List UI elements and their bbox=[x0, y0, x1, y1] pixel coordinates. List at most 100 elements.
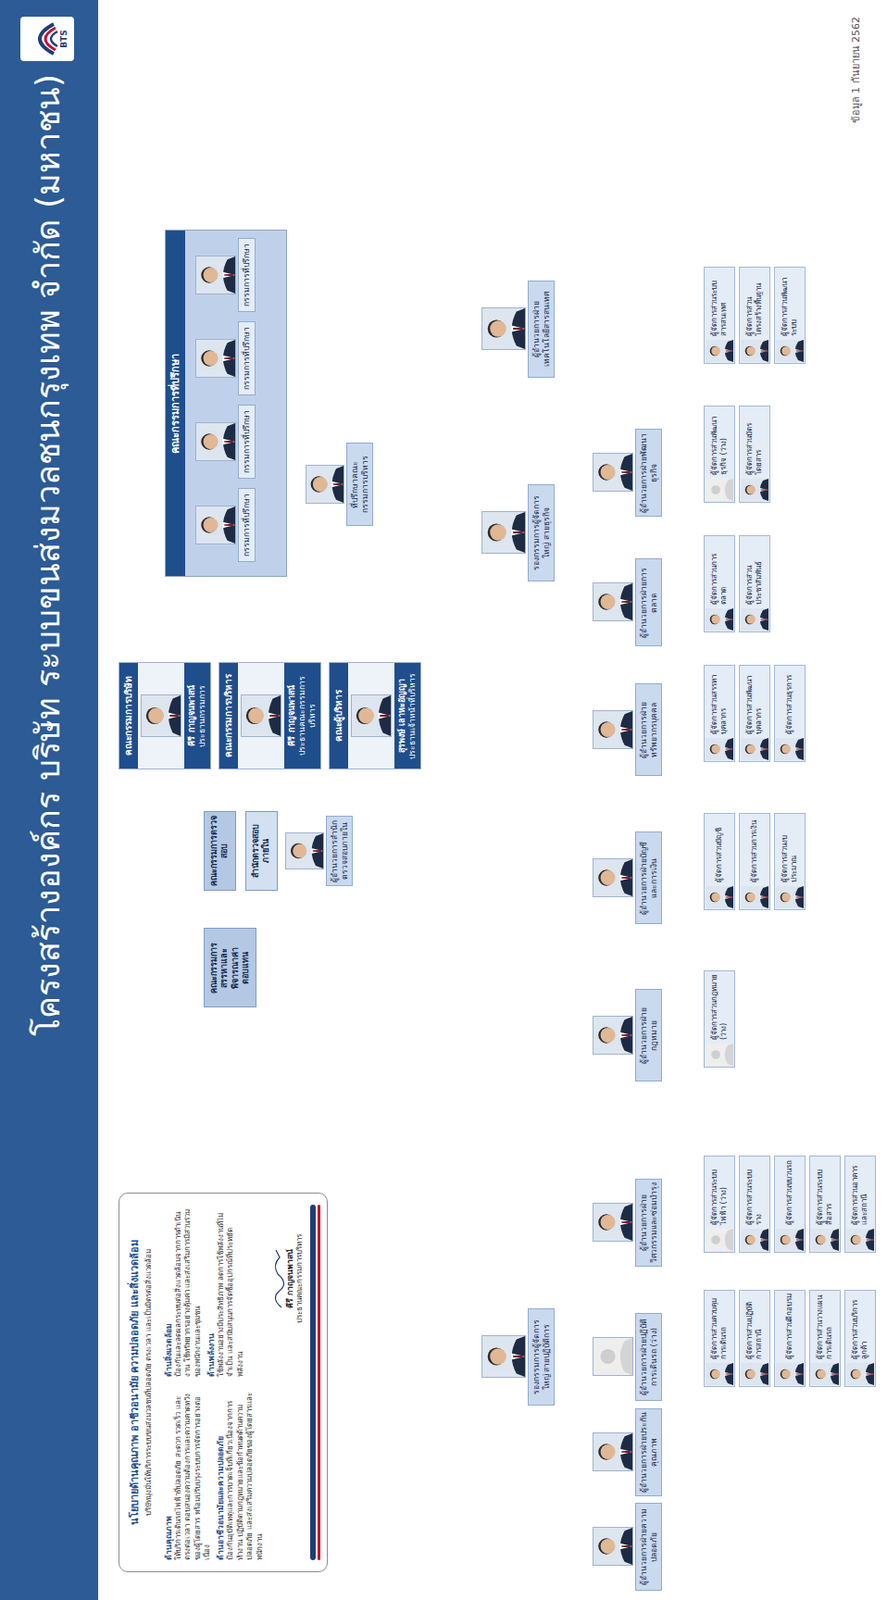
signature-scribble bbox=[270, 1246, 286, 1312]
portrait-photo bbox=[846, 1362, 875, 1386]
unit-heading: คณะกรรมการบริหาร bbox=[219, 662, 238, 769]
board-unit: คณะกรรมการบริหารคีรี กาญจนพาสน์ประธานคณะ… bbox=[218, 662, 322, 770]
policy-intro: บริษัทมุ่งมั่นให้บริการระบบขนส่งมวลชนที่… bbox=[144, 1204, 154, 1561]
person-card: ผู้อำนวยการฝ่ายความปลอดภัย bbox=[592, 1502, 663, 1591]
position-title: ที่ปรึกษาคณะกรรมการบริหาร bbox=[349, 446, 370, 523]
position-title: ผู้อำนวยการฝ่ายบัญชีและการเงิน bbox=[638, 835, 659, 921]
advisory-panel: คณะกรรมการที่ปรึกษากรรมการที่ปรึกษากรรมก… bbox=[164, 229, 288, 577]
portrait-photo bbox=[811, 1362, 839, 1386]
portrait-photo bbox=[592, 1433, 634, 1473]
person-card: รองกรรมการผู้จัดการใหญ่ สายปฏิบัติการ bbox=[481, 1308, 555, 1406]
position-title: ผู้จัดการส่วนบัตรโดยสาร bbox=[743, 406, 765, 478]
policy-column: ด้านสิ่งแวดล้อมป้องกันและลดผลกระทบต่อสิ่… bbox=[160, 1204, 265, 1377]
position-card: ผู้จัดการส่วนการตลาด bbox=[703, 535, 736, 633]
portrait-photo bbox=[705, 339, 734, 363]
person-card: ที่ปรึกษาคณะกรรมการบริหาร bbox=[305, 442, 374, 526]
portrait-photo bbox=[740, 608, 769, 631]
committee-box: คณะกรรมการสรรหาและพิจารณาค่าตอบแทน bbox=[203, 927, 257, 1008]
position-title: ผู้จัดการส่วนระบบราง bbox=[743, 1156, 765, 1228]
position-card: ผู้จัดการส่วนควบคุมการเดินรถ bbox=[703, 1289, 736, 1387]
portrait-photo bbox=[592, 583, 634, 623]
portrait-photo bbox=[740, 737, 769, 761]
position-title: ผู้อำนวยการฝ่ายกฎหมาย bbox=[638, 992, 659, 1078]
policy-section-heading: ด้านพลังงาน bbox=[206, 1204, 217, 1377]
position-title: ผู้จัดการส่วนพัฒนาธุรกิจ (ว่าง) bbox=[708, 406, 730, 478]
person-title: ประธานเจ้าหน้าที่บริหาร bbox=[407, 665, 418, 766]
logo-wordmark: BTS bbox=[59, 16, 70, 62]
portrait-photo bbox=[592, 1527, 634, 1567]
name-plate: ผู้อำนวยการฝ่ายประกันคุณภาพ bbox=[635, 1408, 663, 1497]
position-title: ผู้จัดการส่วนวางแผนการเดินรถ bbox=[813, 1290, 836, 1362]
position-title: ผู้อำนวยการฝ่ายพัฒนาธุรกิจ bbox=[638, 432, 659, 513]
person-name: คีรี กาญจนพาสน์ bbox=[187, 665, 198, 766]
committee-box: คณะกรรมการตรวจสอบ bbox=[203, 811, 237, 891]
portrait-photo bbox=[705, 608, 734, 631]
portrait-photo bbox=[195, 338, 237, 378]
position-title: ผู้อำนวยการฝ่ายปฏิบัติการเดินรถ (ว่าง) bbox=[638, 1316, 659, 1398]
portrait-photo bbox=[481, 512, 526, 555]
name-plate: กรรมการที่ปรึกษา bbox=[237, 404, 256, 479]
portrait-photo bbox=[305, 464, 345, 504]
position-card: ผู้จัดการส่วนฝึกอบรม bbox=[774, 1289, 806, 1387]
name-plate: คีรี กาญจนพาสน์ประธานกรรมการ bbox=[184, 662, 211, 769]
position-title: ผู้จัดการส่วนธุรการ bbox=[783, 665, 797, 738]
panel-heading: คณะกรรมการที่ปรึกษา bbox=[165, 230, 186, 576]
position-title: ผู้จัดการส่วนขบวนรถ bbox=[783, 1156, 797, 1228]
position-card: ผู้จัดการส่วนวางแผนการเดินรถ bbox=[809, 1289, 841, 1387]
position-title: ผู้จัดการส่วนระบบสารสนเทศ bbox=[708, 267, 730, 339]
portrait-photo bbox=[775, 1228, 804, 1251]
person-title: ประธานคณะกรรมการบริหาร bbox=[297, 665, 317, 766]
position-card: ผู้จัดการส่วนระบบราง bbox=[738, 1155, 771, 1253]
name-plate: รองกรรมการผู้จัดการใหญ่ สายปฏิบัติการ bbox=[527, 1308, 555, 1406]
portrait-photo bbox=[350, 694, 392, 738]
portrait-photo bbox=[705, 886, 734, 909]
position-title: ผู้จัดการส่วนพัฒนาระบบ bbox=[778, 267, 800, 339]
portrait-photo bbox=[285, 832, 325, 870]
policy-section-body: ให้บริการเดินรถไฟฟ้าที่ปลอดภัย สะดวก รวด… bbox=[174, 1387, 213, 1561]
person-name: สุรพงษ์ เลาหะอัญญา bbox=[397, 665, 408, 766]
position-title: ผู้อำนวยการฝ่ายการตลาด bbox=[638, 562, 659, 643]
position-card: ผู้จัดการส่วนประชาสัมพันธ์ bbox=[738, 535, 771, 633]
name-plate: สุรพงษ์ เลาหะอัญญาประธานเจ้าหน้าที่บริหา… bbox=[394, 662, 421, 769]
position-title: ผู้จัดการส่วนปฏิบัติการสถานี bbox=[743, 1290, 765, 1362]
person-card: รองกรรมการผู้จัดการใหญ่ สายธุรกิจ bbox=[481, 484, 555, 582]
position-card: ผู้จัดการส่วนงบประมาณ bbox=[774, 812, 806, 911]
portrait-photo bbox=[775, 737, 804, 761]
policy-section-body: ใช้พลังงานอย่างมีประสิทธิภาพ ลดการใช้พลั… bbox=[216, 1204, 246, 1377]
title-holder: โครงสร้างองค์กร บริษัท ระบบขนส่งมวลชนกรุ… bbox=[27, 74, 68, 1037]
position-title: ผู้อำนวยการฝ่ายเทคโนโลยีสารสนเทศ bbox=[531, 284, 551, 375]
portrait-photo bbox=[592, 1015, 634, 1055]
data-date: ข้อมูล 1 กันยายน 2562 bbox=[849, 16, 863, 230]
person-card: กรรมการที่ปรึกษา bbox=[195, 487, 256, 563]
blank-photo bbox=[705, 1228, 734, 1251]
person-card: ผู้อำนวยการฝ่ายการตลาด bbox=[592, 558, 663, 647]
position-title: ผู้อำนวยการฝ่ายทรัพยากรบุคคล bbox=[638, 687, 659, 773]
unit-heading: คณะกรรมการบริษัท bbox=[119, 662, 138, 769]
portrait-photo bbox=[481, 308, 526, 351]
page-title: โครงสร้างองค์กร บริษัท ระบบขนส่งมวลชนกรุ… bbox=[27, 74, 68, 1037]
signer-title: ประธานคณะกรรมการบริหาร bbox=[295, 1204, 305, 1353]
person-card: ผู้อำนวยการฝ่ายพัฒนาธุรกิจ bbox=[592, 428, 663, 517]
unit-heading: คณะผู้บริหาร bbox=[329, 662, 349, 769]
logo-wordmark-holder: BTS bbox=[59, 16, 70, 62]
position-card: ผู้จัดการส่วนโครงสร้างพื้นฐาน bbox=[738, 266, 771, 364]
name-plate: ผู้อำนวยการสำนักตรวจสอบภายใน bbox=[325, 815, 353, 887]
position-card: ผู้จัดการส่วนการเงิน bbox=[738, 812, 771, 911]
position-title: รองกรรมการผู้จัดการใหญ่ สายธุรกิจ bbox=[531, 487, 551, 578]
position-card: ผู้จัดการส่วนธุรการ bbox=[774, 664, 806, 763]
policy-section-body: ป้องกันและลดผลกระทบต่อสิ่งแวดล้อมจากการด… bbox=[174, 1204, 203, 1377]
position-title: กรรมการที่ปรึกษา bbox=[241, 241, 252, 309]
position-title: ผู้อำนวยการฝ่ายประกันคุณภาพ bbox=[638, 1411, 659, 1493]
person-card: ผู้อำนวยการฝ่ายเทคโนโลยีสารสนเทศ bbox=[481, 280, 555, 378]
name-plate: รองกรรมการผู้จัดการใหญ่ สายธุรกิจ bbox=[527, 484, 555, 582]
person-card: กรรมการที่ปรึกษา bbox=[195, 321, 256, 396]
portrait-photo bbox=[592, 453, 634, 493]
portrait-photo bbox=[240, 694, 282, 738]
position-title: กรรมการที่ปรึกษา bbox=[241, 408, 252, 475]
position-title: กรรมการที่ปรึกษา bbox=[241, 491, 252, 559]
position-card: ผู้จัดการส่วนสรรหาบุคลากร bbox=[703, 664, 736, 763]
position-title: ผู้จัดการส่วนประชาสัมพันธ์ bbox=[743, 536, 765, 608]
position-card: ผู้จัดการส่วนบัตรโดยสาร bbox=[738, 405, 771, 503]
portrait-photo bbox=[775, 886, 804, 909]
